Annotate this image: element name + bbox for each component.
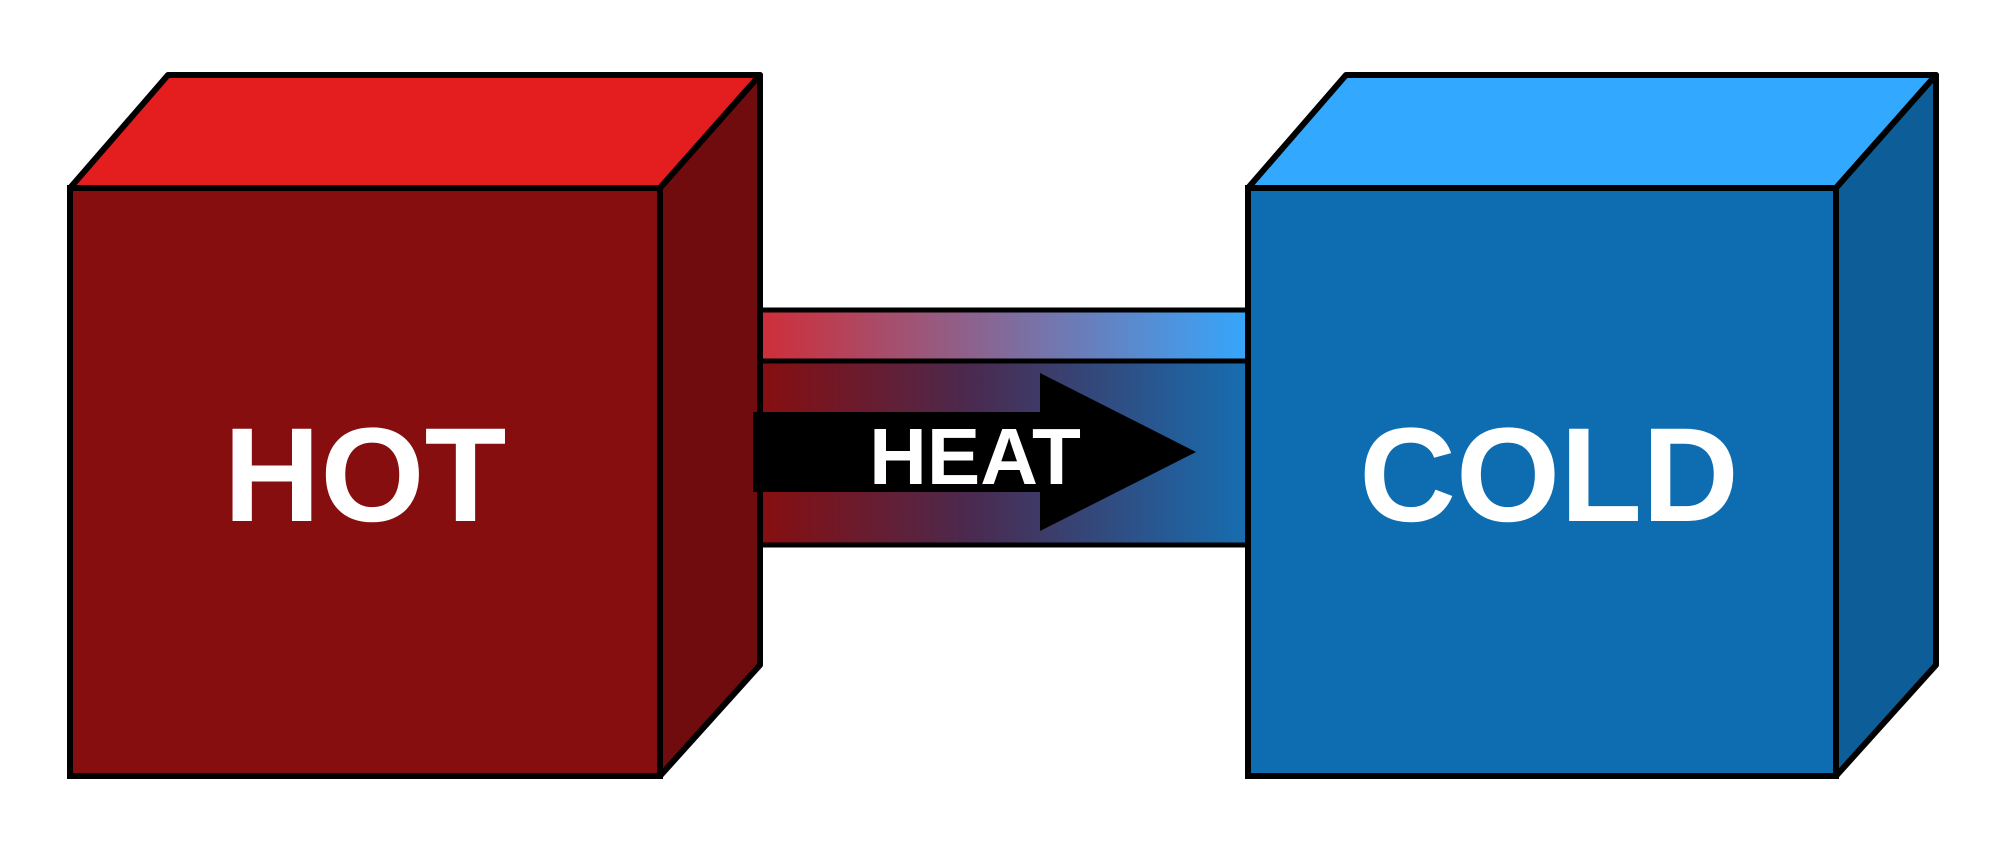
heat-arrow-icon: [753, 373, 1196, 531]
hot-cube-side-face: [657, 72, 763, 779]
heat-arrow: HEAT: [753, 373, 1196, 531]
cold-cube-side-face: [1833, 72, 1939, 779]
cold-cube-front-face: [1245, 185, 1839, 779]
hot-cube: HOT: [67, 72, 763, 779]
hot-cube-front-face: [67, 185, 663, 779]
hot-label: HOT: [224, 401, 507, 550]
heat-label: HEAT: [869, 412, 1081, 501]
hot-cube-top-face: [67, 72, 763, 191]
cold-cube-top-face: [1245, 72, 1939, 191]
cold-label: COLD: [1359, 401, 1739, 550]
bridge-top-face: [692, 307, 1258, 364]
cold-cube: COLD: [1245, 72, 1939, 779]
